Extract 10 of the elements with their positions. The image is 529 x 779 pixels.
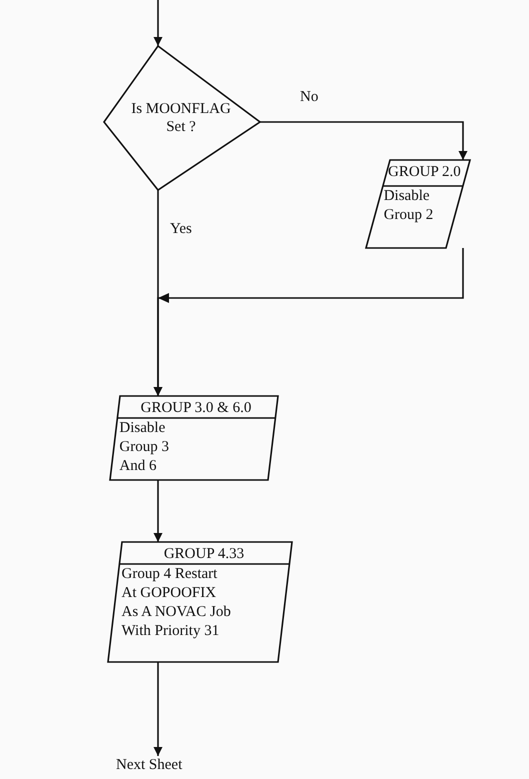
terminal-text: Next Sheet xyxy=(116,756,184,774)
decision-text: Is MOONFLAG Set ? xyxy=(130,100,232,136)
edge-label: No xyxy=(300,88,318,106)
process-text: Disable Group 3 And 6 xyxy=(119,419,170,476)
group-heading: GROUP 2.0 xyxy=(388,163,462,182)
group-heading: GROUP 4.33 xyxy=(162,545,246,564)
group-heading: GROUP 3.0 & 6.0 xyxy=(140,399,252,418)
edge-label: Yes xyxy=(170,220,192,238)
process-text: Group 4 Restart At GOPOOFIX As A NOVAC Job With Priority 31 xyxy=(122,565,232,641)
process-text: Disable Group 2 xyxy=(384,187,434,225)
